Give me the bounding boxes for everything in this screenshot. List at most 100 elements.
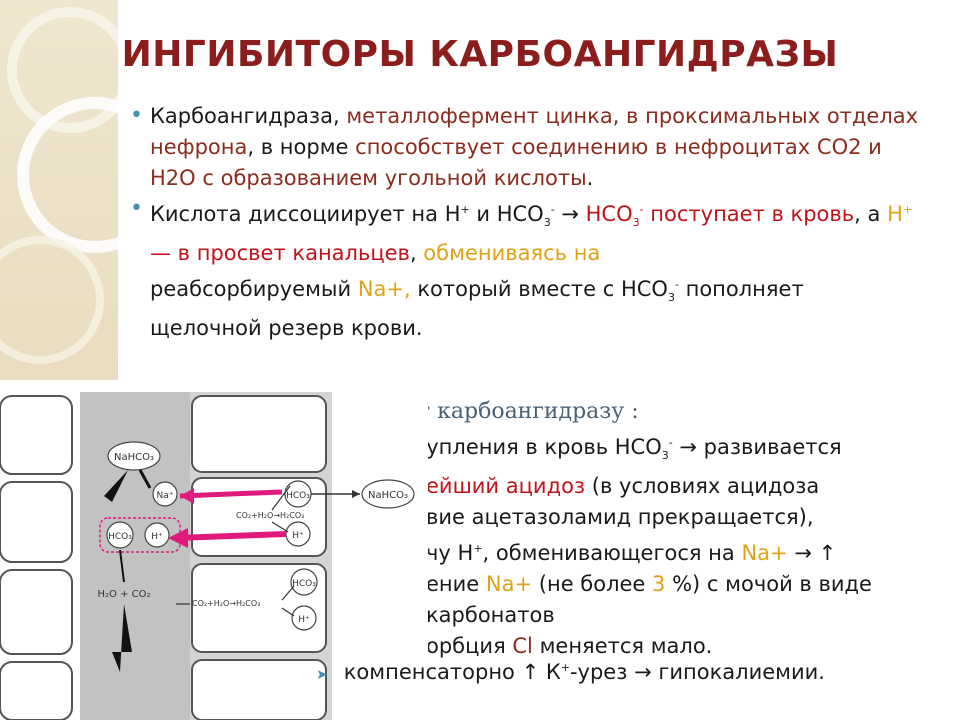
text: → ↑ xyxy=(787,541,837,566)
text: (не более xyxy=(532,572,653,597)
text: + xyxy=(560,661,570,674)
page-title: ИНГИБИТОРЫ КАРБОАНГИДРАЗЫ xyxy=(121,34,839,75)
text: 3 xyxy=(652,572,666,597)
cell-left-4 xyxy=(0,661,73,721)
cell-right-1 xyxy=(191,395,327,473)
text: - xyxy=(674,278,679,292)
text: - xyxy=(550,203,555,216)
nephron-diagram: NaHCO₃ Na⁺ HCO₃ H⁺ H₂O + CO₂ CO₂+H₂O→H₂C… xyxy=(0,382,428,721)
text: → xyxy=(554,202,586,226)
text: , обменивающегося на xyxy=(482,541,742,566)
cell-right-4 xyxy=(191,659,327,721)
arrow-down-icon xyxy=(138,469,152,489)
effects-section: ует карбоангидразу : тупления в кровь НС… xyxy=(392,396,952,662)
text: 3 xyxy=(632,216,640,230)
text: который вместе с НСО xyxy=(410,277,668,302)
bullet-list: • Карбоангидраза, металлофермент цинка, … xyxy=(130,101,930,344)
text: - xyxy=(639,203,644,216)
chevron-right-icon: ➤ xyxy=(316,667,328,683)
hco3-label: HCO₃ xyxy=(292,579,316,589)
reaction-label: CO₂+H₂O→H₂CO₃ xyxy=(192,599,260,608)
nahco3-lumen xyxy=(107,441,161,471)
text: орбция xyxy=(426,634,513,659)
text: щелочной резерв крови. xyxy=(150,316,423,341)
arrow-icon xyxy=(281,585,295,601)
text: , в xyxy=(612,104,639,128)
diagram-svg: NaHCO₃ Na⁺ HCO₃ H⁺ H₂O + CO₂ CO₂+H₂O→H₂C… xyxy=(0,392,415,721)
text: (в условиях ацидоза xyxy=(585,474,820,499)
arrow-icon xyxy=(281,607,295,617)
h-label: H⁺ xyxy=(298,615,310,625)
arrow-icon xyxy=(271,485,291,511)
text: соединению в нефроцитах xyxy=(511,135,811,159)
text: металлофермент цинка xyxy=(346,104,613,128)
text: Карбоангидраза, xyxy=(150,104,340,128)
arrow-down-large-icon xyxy=(112,604,132,672)
arrow-down-icon xyxy=(119,549,125,583)
text: с образованием xyxy=(202,166,378,190)
text: Na+ xyxy=(485,572,533,597)
arrow-icon xyxy=(271,521,289,533)
h2o-co2-label: H₂O + CO₂ xyxy=(98,589,151,600)
bullet-2: • Кислота диссоциирует на Н+ и НСО3- → Н… xyxy=(130,194,930,344)
text: проксимальных отделах нефрона xyxy=(150,104,919,159)
effect-line-2: ейший ацидоз (в условиях ацидоза xyxy=(392,471,952,502)
text: СО2 и Н2О xyxy=(150,135,882,190)
text: компенсаторно ↑ К xyxy=(343,660,561,684)
text: -урез → гипокалиемии. xyxy=(569,660,825,684)
text: Cl xyxy=(512,634,533,659)
effect-line-4: чу Н+, обменивающегося на Na+ → ↑ xyxy=(392,533,952,569)
nahco3-blood xyxy=(361,479,415,509)
text: карбонатов xyxy=(426,603,555,628)
text: Н xyxy=(887,202,903,226)
decorative-strip xyxy=(0,0,118,380)
text: , в норме xyxy=(247,135,349,159)
section-heading: ует карбоангидразу : xyxy=(392,399,639,424)
text: вие ацетазоламид прекращается), xyxy=(426,505,814,530)
effect-line-6: карбонатов xyxy=(392,600,952,631)
hco3-label: HCO₃ xyxy=(108,532,132,542)
text: , а xyxy=(854,202,888,226)
text: 3 xyxy=(661,449,669,463)
arrowhead-icon xyxy=(180,488,194,504)
text: ение xyxy=(426,572,486,597)
text: %) с мочой в виде xyxy=(665,572,872,597)
bottom-bullet: ➤ компенсаторно ↑ К+-урез → гипокалиемии. xyxy=(316,660,825,684)
hco3-cell xyxy=(290,568,318,596)
lumen-area xyxy=(80,392,190,720)
effect-line-1: тупления в кровь НСО3- → развивается xyxy=(392,427,952,471)
bullet-dot-icon: • xyxy=(130,103,143,128)
h-lumen xyxy=(144,522,170,548)
text: — в просвет канальцев xyxy=(150,241,410,266)
text: способствует xyxy=(355,135,505,159)
text: пополняет xyxy=(678,277,804,302)
nahco3-label: NaHCO₃ xyxy=(368,490,408,501)
bullet-1: • Карбоангидраза, металлофермент цинка, … xyxy=(130,101,930,194)
magenta-arrow-icon xyxy=(179,489,283,499)
text: и НСО xyxy=(469,202,544,226)
text: угольной кислоты xyxy=(384,166,587,190)
effect-line-7: орбция Cl меняется мало. xyxy=(392,631,952,662)
magenta-arrow-icon xyxy=(175,531,287,541)
text: поступает в кровь xyxy=(643,202,855,226)
na-label: Na⁺ xyxy=(157,491,174,501)
bullet-dot-icon: • xyxy=(130,196,143,221)
text: 3 xyxy=(543,216,551,230)
text: Na+, xyxy=(357,277,411,302)
text: , xyxy=(409,241,424,266)
text: + xyxy=(460,203,470,216)
text: чу Н xyxy=(426,541,474,566)
text: . xyxy=(586,166,594,190)
text: НСО xyxy=(585,202,633,226)
h-cell xyxy=(291,605,317,631)
text: Кислота диссоциирует на Н xyxy=(150,202,461,226)
effect-line-3: вие ацетазоламид прекращается), xyxy=(392,502,952,533)
effect-line-5: ение Na+ (не более 3 %) с мочой в виде xyxy=(392,569,952,600)
text: + xyxy=(902,203,913,216)
text: реабсорбируемый xyxy=(150,277,358,302)
text: обмениваясь на xyxy=(423,241,601,266)
arrowhead-icon xyxy=(168,528,188,548)
hco3-lumen xyxy=(106,521,134,549)
arrow-down-left-icon xyxy=(104,470,128,502)
text: 3 xyxy=(667,291,675,305)
